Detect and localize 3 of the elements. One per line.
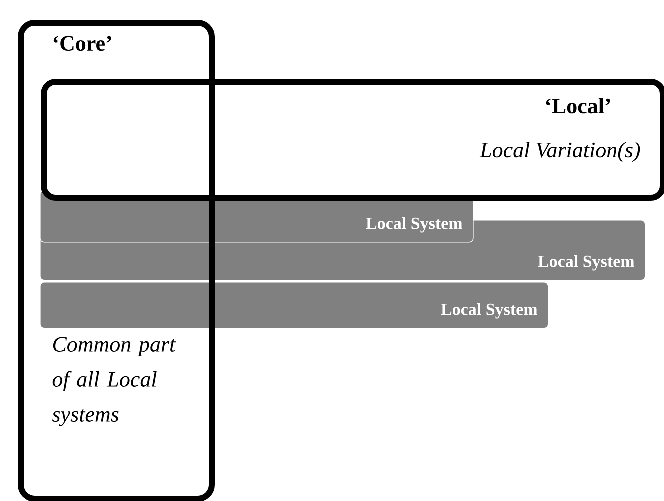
system-bar: Local System — [40, 282, 549, 329]
local-box: ‘Local’ Local Variation(s) — [41, 79, 664, 201]
core-box: ‘Core’ Common part of all Local systems — [18, 20, 215, 501]
